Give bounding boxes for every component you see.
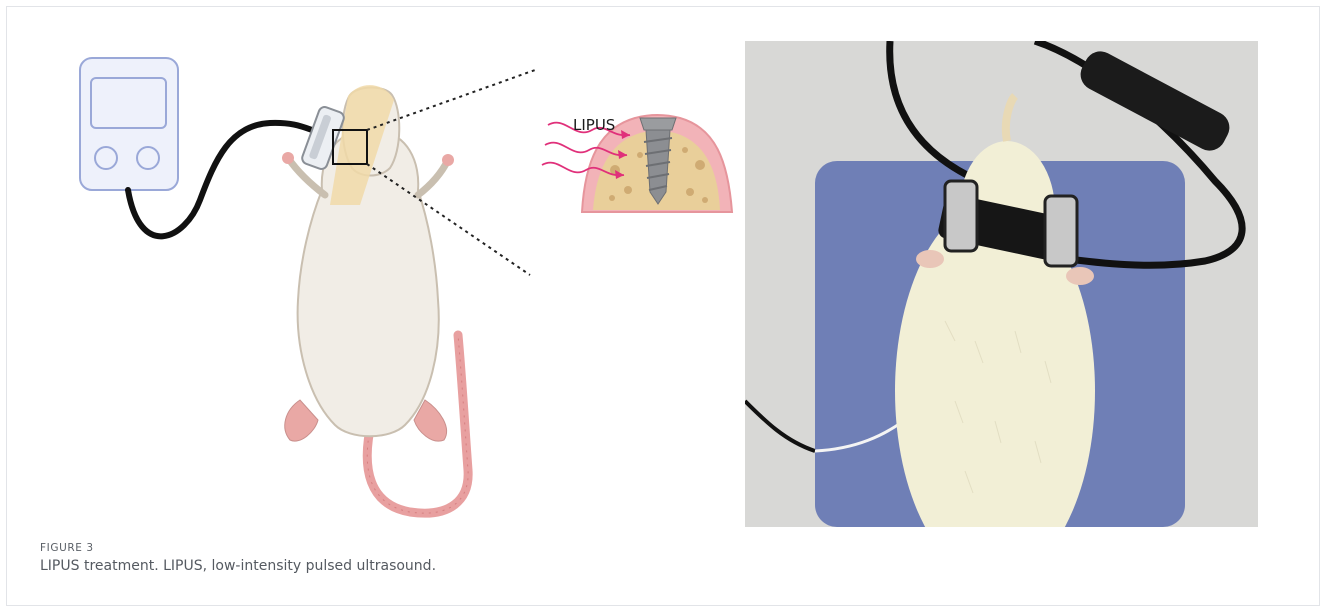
rat-treatment-photo <box>745 41 1258 527</box>
ultrasound-device <box>80 58 178 190</box>
lipus-inset-label: LIPUS <box>573 116 615 134</box>
figure-label: FIGURE 3 <box>40 541 436 555</box>
figure-caption: FIGURE 3 LIPUS treatment. LIPUS, low-int… <box>40 541 436 576</box>
figure-caption-text: LIPUS treatment. LIPUS, low-intensity pu… <box>40 556 436 576</box>
implant-inset: LIPUS <box>542 115 732 212</box>
